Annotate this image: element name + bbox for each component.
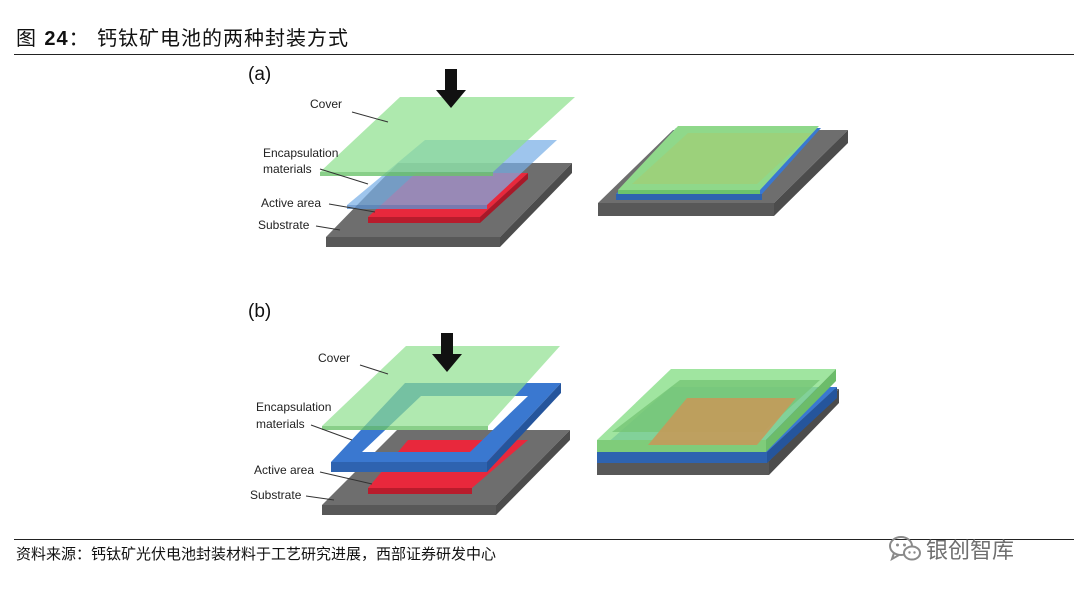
panel-b-leader-cover: [359, 364, 389, 375]
footer-divider: [14, 539, 1074, 540]
panel-b-label-active: Active area: [254, 463, 314, 477]
panel-b-leader-active: [319, 471, 373, 485]
watermark-text: 银创智库: [926, 539, 1015, 564]
figure-prefix: 图: [16, 26, 37, 50]
figure-number: 24: [44, 28, 69, 50]
panel-a-label-cover: Cover: [310, 97, 342, 111]
figure-title: 图 24： 钙钛矿电池的两种封装方式: [16, 22, 349, 51]
panel-a-leader-active: [328, 203, 376, 213]
panel-a-leader-substrate: [315, 225, 341, 231]
panel-b-label-cover: Cover: [318, 351, 350, 365]
figure-caption: 钙钛矿电池的两种封装方式: [96, 26, 349, 50]
panel-a-label-substrate: Substrate: [258, 218, 310, 232]
panel-b-leader-encapsulation: [310, 424, 353, 441]
panel-b-cover-layer: [322, 346, 560, 430]
source-note: 资料来源：钙钛矿光伏电池封装材料于工艺研究进展，西部证券研发中心: [16, 545, 497, 563]
panel-a-assembled-stack: [598, 126, 848, 216]
panel-a-label-encapsulation-1: Encapsulation: [263, 146, 338, 160]
panel-b-tag: (b): [248, 301, 271, 322]
panel-a-label-active: Active area: [261, 196, 321, 210]
panel-a-label-encapsulation-2: materials: [263, 162, 312, 176]
panel-b-down-arrow: [432, 333, 462, 372]
panel-a-leader-cover: [351, 111, 389, 123]
panel-a-tag: (a): [248, 64, 271, 85]
panel-b-label-substrate: Substrate: [250, 488, 302, 502]
panel-b-label-encapsulation-1: Encapsulation: [256, 400, 331, 414]
panel-b-label-encapsulation-2: materials: [256, 417, 305, 431]
panel-b-assembled-stack: [597, 369, 839, 475]
header-divider: [14, 54, 1074, 55]
panel-a-down-arrow: [436, 69, 466, 108]
title-colon: ：: [68, 26, 90, 50]
wechat-icon: [889, 536, 921, 562]
panel-a-cover-layer: [320, 97, 575, 176]
panel-b-leader-substrate: [305, 495, 335, 501]
panel-a-leader-encapsulation: [319, 168, 369, 185]
watermark: 银创智库: [888, 533, 1014, 565]
